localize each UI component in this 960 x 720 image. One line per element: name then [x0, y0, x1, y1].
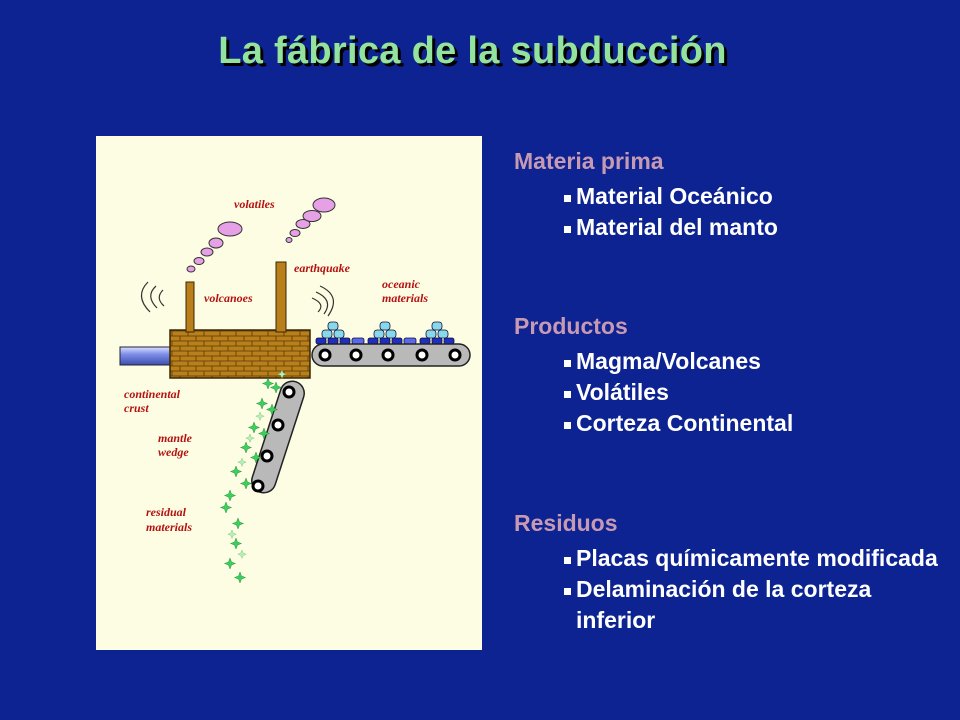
oceanic-conveyor	[312, 344, 470, 366]
diagram-canvas: volatiles earthquake oceanic materials v…	[96, 136, 482, 650]
list-item: Material del manto	[562, 212, 946, 243]
section-residues: Residuos Placas químicamente modificada …	[514, 510, 946, 636]
label-mantle: mantle	[158, 431, 193, 445]
subduction-factory-diagram: volatiles earthquake oceanic materials v…	[96, 136, 482, 650]
label-crust: crust	[124, 401, 149, 415]
list-item: Delaminación de la corteza inferior	[562, 574, 946, 636]
section-title: Residuos	[514, 510, 946, 537]
section-raw-materials: Materia prima Material Oceánico Material…	[514, 148, 946, 243]
slide-title: La fábrica de la subducción	[0, 30, 945, 73]
slab-conveyor	[249, 378, 308, 496]
section-title: Materia prima	[514, 148, 946, 175]
list-item: Material Oceánico	[562, 181, 946, 212]
item-list: Magma/Volcanes Volátiles Corteza Contine…	[514, 346, 946, 439]
earthquake-waves-left	[141, 282, 164, 312]
label-volatiles: volatiles	[234, 197, 275, 211]
section-products: Productos Magma/Volcanes Volátiles Corte…	[514, 313, 946, 439]
volatile-smoke-right	[286, 198, 335, 243]
label-oceanic: oceanic	[382, 277, 421, 291]
factory-building	[170, 330, 310, 378]
label-residual: residual	[146, 505, 187, 519]
label-continental: continental	[124, 387, 181, 401]
item-list: Placas químicamente modificada Delaminac…	[514, 543, 946, 636]
volatile-smoke-left	[187, 222, 242, 272]
section-title: Productos	[514, 313, 946, 340]
oceanic-materials	[316, 322, 454, 344]
list-item: Corteza Continental	[562, 408, 946, 439]
list-item: Magma/Volcanes	[562, 346, 946, 377]
list-item: Placas químicamente modificada	[562, 543, 946, 574]
label-oceanic-materials: materials	[382, 291, 428, 305]
crust-pipe	[120, 347, 172, 365]
earthquake-waves-right	[312, 286, 333, 316]
item-list: Material Oceánico Material del manto	[514, 181, 946, 243]
chimney-left	[186, 282, 194, 332]
label-wedge: wedge	[158, 445, 189, 459]
list-item: Volátiles	[562, 377, 946, 408]
label-volcanoes: volcanoes	[204, 291, 253, 305]
label-residual-materials: materials	[146, 520, 192, 534]
chimney-right	[276, 262, 286, 332]
label-earthquake: earthquake	[294, 261, 351, 275]
